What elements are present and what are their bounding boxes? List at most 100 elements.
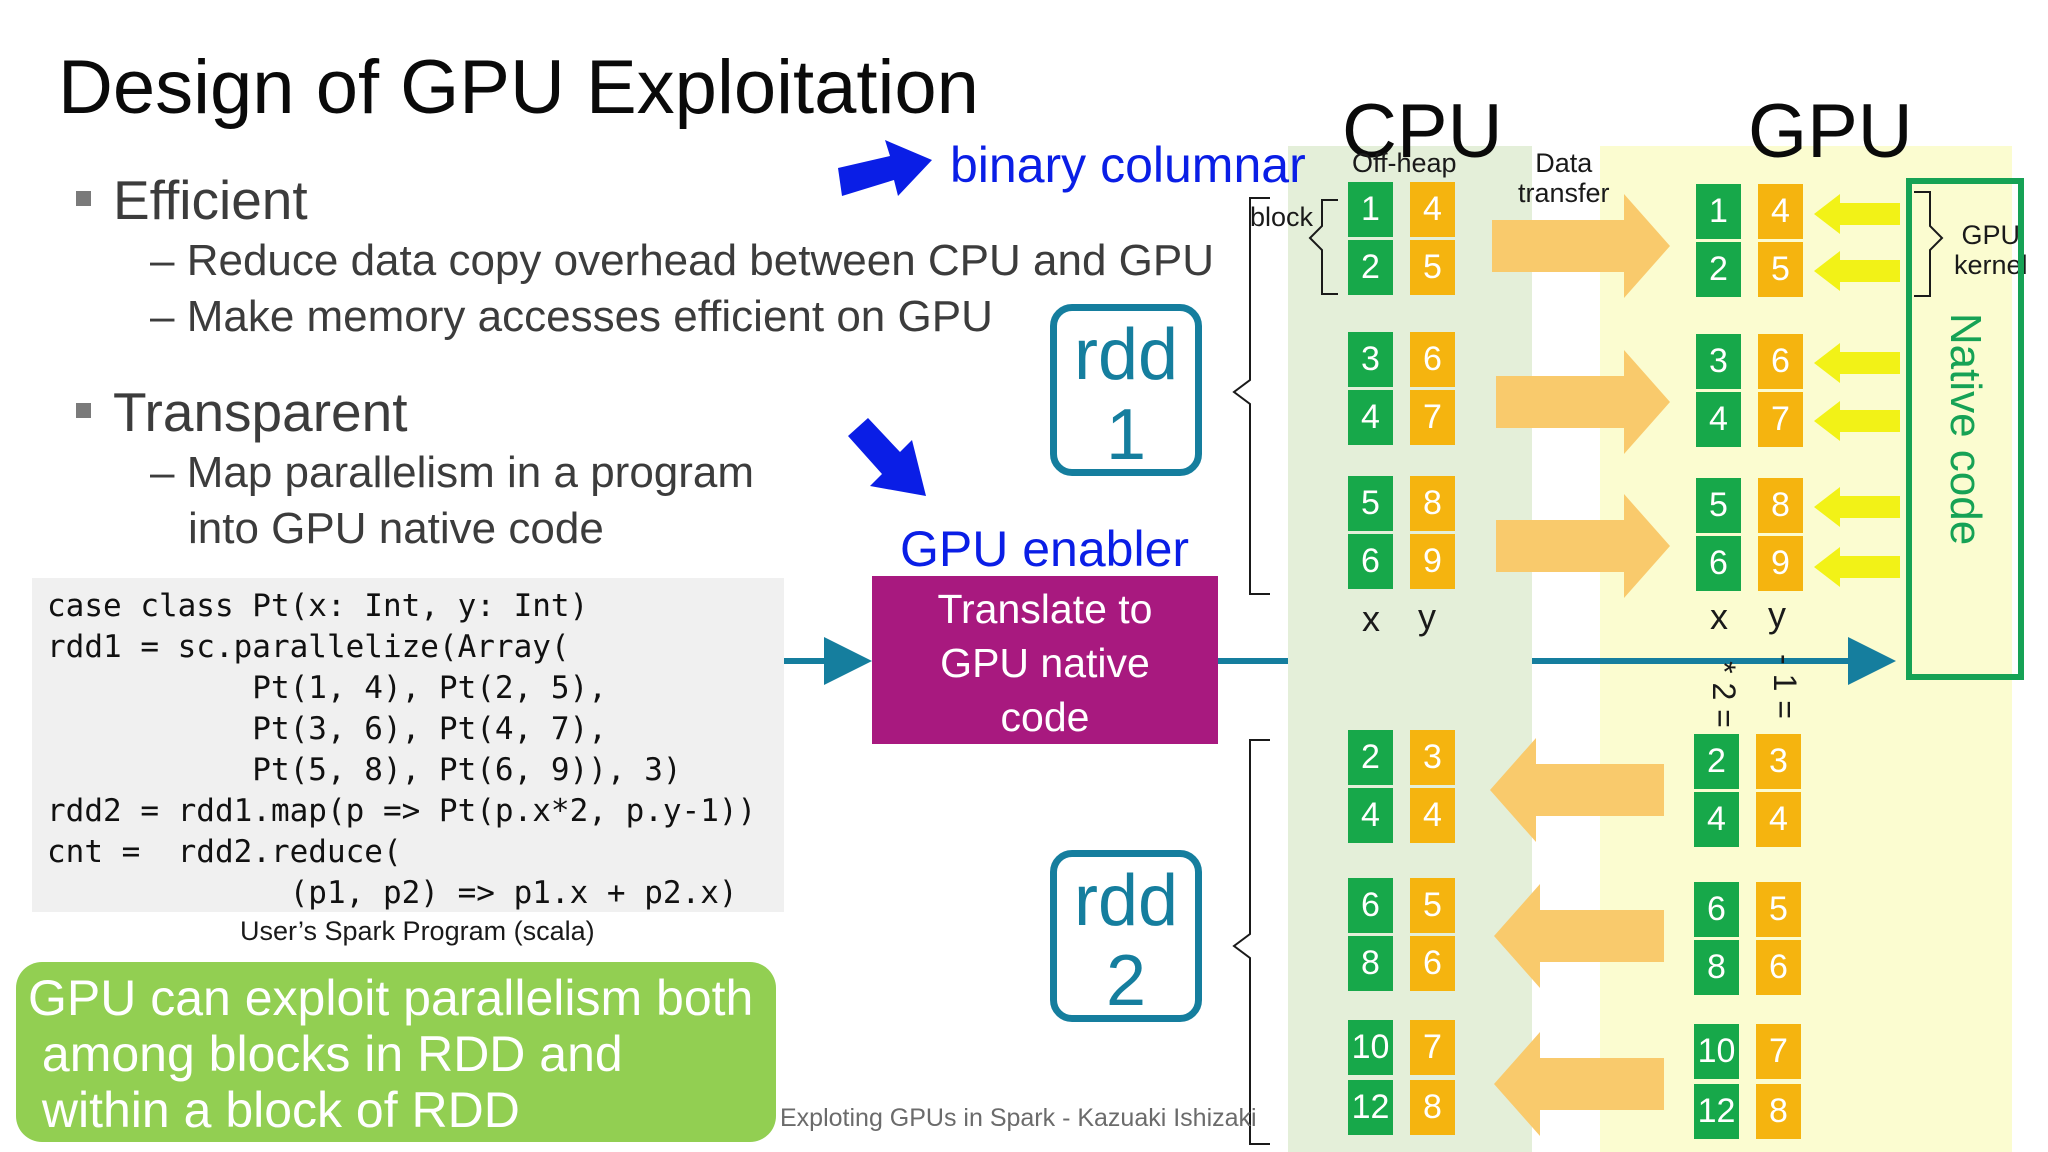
rdd1-gpu-y-cell: 6 xyxy=(1758,334,1803,389)
rdd2-gpu-y-cell: 5 xyxy=(1756,882,1801,937)
code-line: case class Pt(x: Int, y: Int) xyxy=(47,588,589,624)
rdd1-cpu-x-cell: 1 xyxy=(1348,182,1393,237)
code-block: case class Pt(x: Int, y: Int) rdd1 = sc.p… xyxy=(32,578,784,912)
rdd2-cpu-y-cell: 7 xyxy=(1410,1020,1455,1075)
rdd2-cpu-y-cell: 8 xyxy=(1410,1080,1455,1135)
sub-bullet: – Map parallelism in a program xyxy=(150,448,755,497)
code-line: rdd1 = sc.parallelize(Array( xyxy=(47,629,570,665)
rdd1-gpu-x-cell: 4 xyxy=(1696,392,1741,447)
rdd2-cpu-y-cell: 4 xyxy=(1410,788,1455,843)
sub-bullet: – Make memory accesses efficient on GPU xyxy=(150,292,993,341)
rdd2-gpu-y-cell: 6 xyxy=(1756,940,1801,995)
gpu-label: GPU xyxy=(1748,89,1913,174)
rdd1-cpu-y-cell: 9 xyxy=(1410,534,1455,589)
rdd1-cpu-x-cell: 5 xyxy=(1348,476,1393,531)
code-line: rdd2 = rdd1.map(p => Pt(p.x*2, p.y-1)) xyxy=(47,793,757,829)
rdd1-cpu-x-cell: 6 xyxy=(1348,534,1393,589)
cpu-y-label: y xyxy=(1418,596,1436,637)
rdd1-gpu-x-cell: 5 xyxy=(1696,478,1741,533)
code-line: (p1, p2) => p1.x + p2.x) xyxy=(47,875,738,911)
rdd2-cpu-y-cell: 5 xyxy=(1410,878,1455,933)
gpu-y-label: y xyxy=(1768,594,1786,635)
code-line: Pt(3, 6), Pt(4, 7), xyxy=(47,711,607,747)
rdd1-gpu-y-cell: 5 xyxy=(1758,242,1803,297)
rdd1-gpu-x-cell: 2 xyxy=(1696,242,1741,297)
code-line: cnt = rdd2.reduce( xyxy=(47,834,402,870)
rdd1-gpu-y-cell: 8 xyxy=(1758,478,1803,533)
gpu-kernel-arrows xyxy=(1814,194,1900,587)
transfer-arrow-1 xyxy=(1492,194,1670,298)
rdd2-gpu-x-cell: 12 xyxy=(1694,1084,1739,1139)
x-operation-label: * 2 = xyxy=(1705,661,1742,728)
code-line: Pt(1, 4), Pt(2, 5), xyxy=(47,670,607,706)
blue-arrow-down-icon xyxy=(848,418,926,496)
rdd2-gpu-y-cell: 4 xyxy=(1756,792,1801,847)
transfer-arrow-2 xyxy=(1496,350,1670,454)
rdd1-gpu-y-cell: 4 xyxy=(1758,184,1803,239)
rdd1-cpu-y-cell: 5 xyxy=(1410,240,1455,295)
rdd1-cpu-x-cell: 3 xyxy=(1348,332,1393,387)
rdd2-gpu-x-cell: 4 xyxy=(1694,792,1739,847)
rdd2-bracket xyxy=(1232,739,1270,1145)
rdd1-gpu-x-cell: 1 xyxy=(1696,184,1741,239)
return-arrow-1 xyxy=(1490,738,1664,842)
data-transfer-label: Data transfer xyxy=(1518,148,1610,208)
cpu-x-label: x xyxy=(1362,598,1380,639)
rdd2-gpu-y-cell: 3 xyxy=(1756,734,1801,789)
parallelism-callout: GPU can exploit parallelism both among b… xyxy=(16,962,776,1142)
rdd1-gpu-x-cell: 3 xyxy=(1696,334,1741,389)
rdd2-gpu-y-cell: 7 xyxy=(1756,1024,1801,1079)
gpu-kernel-label: GPU kernel xyxy=(1954,220,2028,280)
rdd2-name: rdd xyxy=(1073,861,1179,941)
slide-footer: Exploting GPUs in Spark - Kazuaki Ishiza… xyxy=(780,1104,1257,1132)
rdd2-number: 2 xyxy=(1105,941,1147,1021)
rdd1-cpu-y-cell: 4 xyxy=(1410,182,1455,237)
off-heap-label: Off-heap xyxy=(1352,148,1457,178)
gpu-x-label: x xyxy=(1710,596,1728,637)
transfer-arrow-3 xyxy=(1496,494,1670,598)
block-brace xyxy=(1308,199,1338,295)
rdd1-cpu-y-cell: 7 xyxy=(1410,390,1455,445)
translate-box: Translate to GPU native code xyxy=(872,576,1218,744)
rdd2-cpu-x-cell: 6 xyxy=(1348,878,1393,933)
bullet-transparent: Transparent xyxy=(76,380,408,444)
rdd1-cpu-x-cell: 2 xyxy=(1348,240,1393,295)
gpu-kernel-brace xyxy=(1914,191,1944,297)
code-line: Pt(5, 8), Pt(6, 9)), 3) xyxy=(47,752,682,788)
rdd1-bracket xyxy=(1232,197,1270,595)
return-arrow-3 xyxy=(1494,1032,1664,1136)
rdd2-cpu-x-cell: 2 xyxy=(1348,730,1393,785)
rdd1-cpu-y-cell: 6 xyxy=(1410,332,1455,387)
code-caption: User’s Spark Program (scala) xyxy=(240,916,595,946)
rdd1-cpu-y-cell: 8 xyxy=(1410,476,1455,531)
cpu-label: CPU xyxy=(1342,89,1503,174)
bullet-square-icon xyxy=(76,190,91,206)
rdd1-box: rdd 1 xyxy=(1050,304,1202,476)
y-operation-label: - 1 = xyxy=(1766,654,1803,719)
bullet-square-icon xyxy=(76,402,91,418)
rdd1-cpu-x-cell: 4 xyxy=(1348,390,1393,445)
return-arrow-2 xyxy=(1494,884,1664,988)
rdd1-gpu-y-cell: 7 xyxy=(1758,392,1803,447)
rdd1-number: 1 xyxy=(1105,395,1147,475)
native-code-label: Native code xyxy=(1941,312,1990,546)
rdd2-cpu-x-cell: 8 xyxy=(1348,936,1393,991)
rdd2-cpu-x-cell: 4 xyxy=(1348,788,1393,843)
sub-bullet: – Reduce data copy overhead between CPU … xyxy=(150,236,1214,285)
sub-bullet: into GPU native code xyxy=(188,504,604,553)
bullet-efficient: Efficient xyxy=(76,168,308,232)
rdd2-gpu-y-cell: 8 xyxy=(1756,1084,1801,1139)
rdd1-gpu-x-cell: 6 xyxy=(1696,536,1741,591)
native-code-box: Native code xyxy=(1906,178,2024,680)
rdd2-gpu-x-cell: 8 xyxy=(1694,940,1739,995)
rdd2-gpu-x-cell: 2 xyxy=(1694,734,1739,789)
blue-arrow-right-icon xyxy=(838,140,932,196)
gpu-enabler-label: GPU enabler xyxy=(900,521,1190,577)
rdd2-box: rdd 2 xyxy=(1050,850,1202,1022)
rdd2-gpu-x-cell: 10 xyxy=(1694,1024,1739,1079)
rdd2-cpu-x-cell: 10 xyxy=(1348,1020,1393,1075)
gpu-panel xyxy=(1600,146,2012,1152)
rdd2-cpu-x-cell: 12 xyxy=(1348,1080,1393,1135)
rdd2-cpu-y-cell: 3 xyxy=(1410,730,1455,785)
